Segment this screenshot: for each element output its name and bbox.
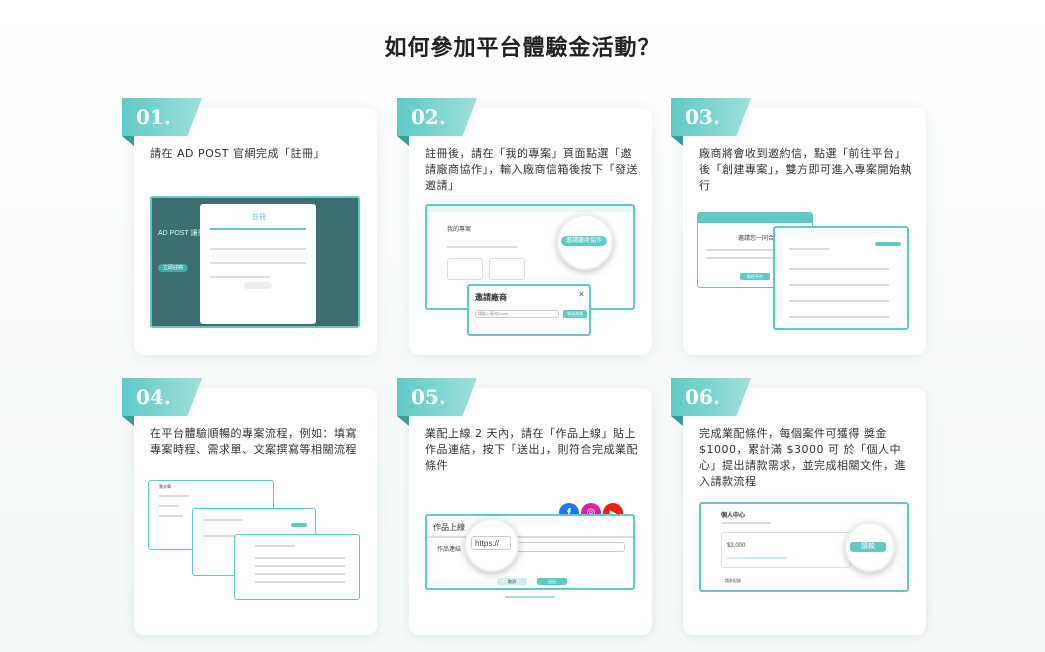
step-description: 完成業配條件，每個案件可獲得 獎金 $1000，累計滿 $3000 可 於「個人…	[699, 427, 906, 488]
page-title: 如何參加平台體驗金活動？	[384, 36, 661, 61]
badge-fold	[397, 136, 409, 146]
register-window: AD POST 讓行銷 立即註冊 註冊	[150, 196, 360, 328]
doc-title: 需求單	[159, 484, 171, 489]
step-number: 05.	[397, 378, 477, 416]
step-card-2: 02. 註冊後，請在「我的專案」頁面點選「邀請廠商協作」，輸入廠商信箱後按下「發…	[397, 98, 652, 355]
go-to-platform-button: 前往平台	[740, 273, 770, 280]
request-payout-button: 請款	[850, 542, 886, 552]
invite-vendor-button: 邀請廠商協作	[561, 236, 607, 246]
amount-box: $3,000	[721, 532, 851, 568]
email-screenshot: 邀請您一同合作 前往平台	[697, 212, 911, 332]
link-label: 作品連結	[437, 547, 462, 553]
step-card-3: 03. 廠商將會收到邀約信，點選「前往平台」後「創建專案」，雙方即可進入專案開始…	[671, 98, 926, 355]
badge-fold	[671, 416, 683, 426]
step-card-1: 01. 請在 AD POST 官網完成「註冊」 AD POST 讓行銷 立即註冊…	[122, 98, 377, 355]
invite-screenshot: 我的專案 邀請廠商協作 邀請廠商 × 請輸入廠商Email 發送邀請	[425, 204, 637, 336]
highlight-circle: 請款	[845, 522, 895, 572]
step-number: 03.	[671, 98, 751, 136]
publish-window: 作品上線 作品連結 取消 送出	[425, 514, 635, 590]
url-text: https://	[475, 539, 500, 548]
step-number: 04.	[122, 378, 202, 416]
publish-header: 作品上線	[433, 523, 465, 532]
step-description: 業配上線 2 天內，請在「作品上線」貼上作品連結，按下「送出」，則符合完成業配條…	[425, 427, 638, 472]
url-input: https://	[471, 536, 511, 550]
email-placeholder: 請輸入廠商Email	[478, 311, 509, 316]
step-number: 06.	[671, 378, 751, 416]
badge-fold	[397, 416, 409, 426]
badge-fold	[671, 136, 683, 146]
project-header: 我的專案	[447, 227, 472, 233]
email-field[interactable]: 請輸入廠商Email	[475, 310, 559, 318]
cancel-button: 取消	[497, 578, 527, 585]
step-number: 01.	[122, 98, 202, 136]
step-number: 02.	[397, 98, 477, 136]
publish-screenshot: f ◎ ▶ 作品上線 作品連結 取消 送出 https://	[425, 500, 637, 618]
close-icon[interactable]: ×	[578, 289, 584, 299]
badge-fold	[122, 136, 134, 146]
step-card-6: 06. 完成業配條件，每個案件可獲得 獎金 $1000，累計滿 $3000 可 …	[671, 378, 926, 635]
payout-record: 請款紀錄	[725, 578, 741, 583]
bg-headline: AD POST 讓行銷	[158, 230, 212, 237]
register-screenshot: AD POST 讓行銷 立即註冊 註冊	[150, 196, 360, 328]
modal-submit	[244, 282, 272, 289]
invite-popup: 邀請廠商 × 請輸入廠商Email 發送邀請	[467, 284, 591, 336]
step-description: 請在 AD POST 官網完成「註冊」	[150, 147, 325, 160]
link-field[interactable]	[505, 542, 625, 552]
highlight-circle: 邀請廠商協作	[557, 214, 613, 270]
mail-title: 邀請您一同合作	[738, 236, 781, 242]
step-description: 廠商將會收到邀約信，點選「前往平台」後「創建專案」，雙方即可進入專案開始執行	[699, 147, 912, 192]
register-cta: 立即註冊	[158, 264, 188, 272]
invite-email: 邀請您一同合作 前往平台	[697, 212, 813, 288]
profile-screenshot: 個人中心 $3,000 請款紀錄 請款	[699, 502, 911, 594]
amount-value: $3,000	[727, 543, 746, 549]
doc-window-3	[234, 534, 360, 600]
badge-fold	[122, 416, 134, 426]
step-card-4: 04. 在平台體驗順暢的專案流程，例如：填寫專案時程、需求單、文案撰寫等相關流程…	[122, 378, 377, 635]
send-button: 送出	[537, 578, 567, 585]
step-card-5: 05. 業配上線 2 天內，請在「作品上線」貼上作品連結，按下「送出」，則符合完…	[397, 378, 652, 635]
popup-title: 邀請廠商	[475, 293, 507, 302]
window-stand	[505, 596, 555, 598]
platform-window	[773, 226, 909, 330]
step-description: 在平台體驗順暢的專案流程，例如：填寫專案時程、需求單、文案撰寫等相關流程	[150, 427, 357, 456]
highlight-circle: https://	[465, 518, 519, 572]
profile-header: 個人中心	[721, 513, 746, 519]
step-description: 註冊後，請在「我的專案」頁面點選「邀請廠商協作」，輸入廠商信箱後按下「發送邀請」	[425, 147, 638, 192]
modal-title: 註冊	[252, 214, 266, 221]
register-modal: 註冊	[200, 204, 316, 324]
workflow-screenshot: 需求單	[148, 480, 362, 604]
send-invite-button[interactable]: 發送邀請	[563, 310, 587, 318]
